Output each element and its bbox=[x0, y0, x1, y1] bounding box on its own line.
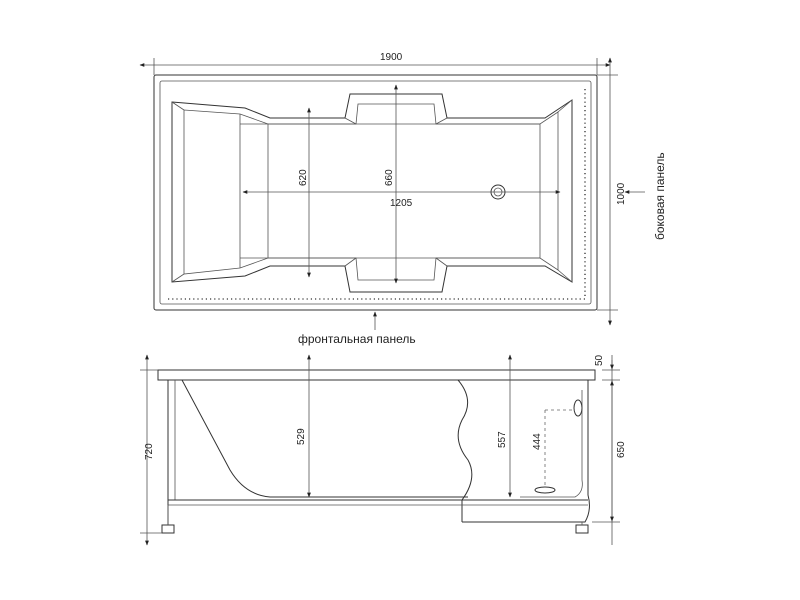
leg-right bbox=[575, 524, 589, 534]
dim-depth-1: 529 bbox=[296, 428, 307, 445]
side-view: 720 529 557 444 50 650 bbox=[140, 354, 627, 546]
drain-side-icon bbox=[534, 486, 556, 494]
dim-length: 1900 bbox=[380, 52, 403, 63]
tub-right bbox=[462, 380, 590, 523]
side-rim bbox=[157, 369, 596, 381]
tub-body bbox=[181, 379, 468, 498]
leg-left bbox=[161, 524, 175, 534]
cutaway-edge bbox=[457, 379, 473, 522]
dim-overflow: 444 bbox=[532, 433, 543, 450]
side-panel-label: боковая панель bbox=[653, 152, 667, 240]
dim-side-height: 650 bbox=[616, 441, 627, 458]
dim-inner-length: 1205 bbox=[390, 198, 413, 209]
front-panel-label: фронтальная панель bbox=[298, 332, 416, 346]
dotted-edge bbox=[168, 88, 586, 300]
top-view: 1205 620 660 1900 1000 боковая панель фр… bbox=[139, 52, 667, 346]
dim-width: 1000 bbox=[616, 182, 627, 205]
headrest-detail bbox=[171, 99, 573, 283]
outer-rim bbox=[153, 74, 598, 311]
dim-depth-2: 557 bbox=[497, 431, 508, 448]
inner-rim bbox=[159, 80, 592, 305]
dim-inner-width-2: 660 bbox=[384, 169, 395, 186]
dim-rim: 50 bbox=[594, 354, 605, 366]
overflow-icon bbox=[573, 399, 583, 417]
dim-inner-width: 620 bbox=[298, 169, 309, 186]
basin-floor bbox=[239, 114, 541, 268]
dim-total-height: 720 bbox=[144, 443, 155, 460]
